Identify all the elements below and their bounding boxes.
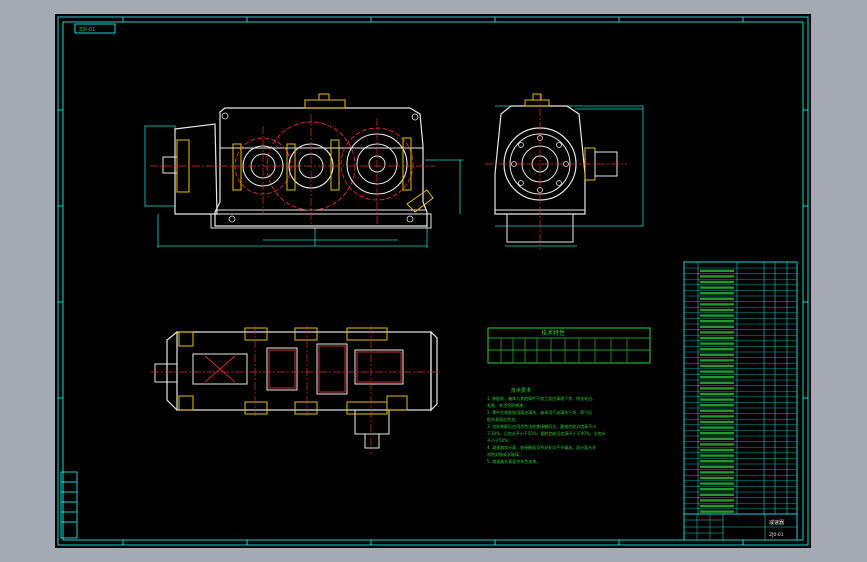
inner-frame	[62, 21, 804, 541]
parts-row-text	[700, 420, 734, 424]
parts-row-text	[700, 342, 734, 345]
parts-row-text	[700, 364, 734, 368]
parts-row-text	[700, 376, 734, 379]
requirement-line: 5. 减速器外表面涂灰色油漆。	[487, 458, 540, 464]
parts-row-text	[700, 381, 734, 384]
parts-row-text	[700, 348, 734, 351]
requirement-line: 不小于50%；	[487, 437, 512, 443]
parts-row-text	[700, 443, 734, 446]
parts-row-text	[700, 476, 734, 480]
parts-row-text	[700, 426, 734, 429]
parts-row-text	[700, 482, 734, 485]
parts-row-text	[700, 292, 734, 295]
drawing-sheet: ZJ0-01	[55, 14, 811, 548]
parts-row-text	[700, 454, 734, 457]
parts-row-text	[700, 460, 734, 463]
parts-row-text	[700, 409, 734, 412]
technical-requirements: 技术要求 1. 装配前，箱体与其他铸件不加工面应清理干净，除去毛边、 毛刺，并浸…	[487, 387, 606, 464]
parts-row-text	[700, 314, 734, 317]
parts-row-text	[700, 286, 734, 289]
parts-row-text	[700, 471, 734, 474]
outer-frame	[57, 16, 809, 546]
requirement-line: 配合表面应涂油；	[487, 416, 519, 422]
parts-row-text	[700, 510, 734, 513]
tech-table: 技术特性	[487, 327, 651, 364]
parts-row-text	[700, 504, 734, 508]
parts-row-text	[700, 370, 734, 373]
zone-ticks	[58, 17, 808, 545]
plan-view	[151, 326, 441, 454]
parts-row-text	[700, 359, 734, 362]
parts-row-text	[700, 499, 734, 502]
title-block: 减速器 ZJ0-01	[683, 513, 798, 541]
parts-row-text	[700, 432, 734, 435]
parts-row-text	[700, 465, 734, 468]
drawing-code: ZJ0-01	[769, 532, 784, 538]
parts-row-text	[700, 437, 734, 440]
parts-list	[683, 261, 798, 515]
parts-row-text	[700, 387, 734, 390]
front-view	[144, 93, 463, 248]
parts-row-text	[700, 404, 734, 407]
tech-table-title: 技术特性	[541, 329, 565, 337]
parts-row-text	[700, 297, 734, 300]
parts-row-text	[700, 448, 734, 452]
corner-tag-box	[74, 23, 116, 34]
left-strip	[60, 282, 78, 540]
requirement-line: 2. 零件在装配前用煤油清洗，轴承用汽油清洗干净，晾干后	[487, 409, 592, 415]
parts-row-text	[700, 398, 734, 401]
side-view	[485, 93, 644, 250]
requirement-line: 毛刺，并浸涂防锈漆；	[487, 402, 527, 408]
parts-row-text	[700, 353, 734, 356]
requirement-line: 4. 减速器剖分面、各接触面及密封处均不许漏油，剖分面允许	[487, 444, 596, 450]
requirement-line: 于30%，沿齿长不小于50%，圆柱齿轮沿齿高不小于40%，沿齿长	[487, 430, 606, 436]
requirement-line: 涂密封胶或水玻璃；	[487, 451, 523, 457]
requirements-heading: 技术要求	[511, 387, 531, 394]
parts-row-text	[700, 280, 734, 284]
parts-row-text	[700, 493, 734, 496]
parts-row-text	[700, 336, 734, 340]
gearbox-drawing: ZJ0-01	[57, 16, 809, 546]
parts-row-text	[700, 269, 734, 272]
parts-row-text	[700, 308, 734, 312]
requirement-line: 1. 装配前，箱体与其他铸件不加工面应清理干净，除去毛边、	[487, 395, 596, 401]
parts-row-text	[700, 488, 734, 491]
corner-tag: ZJ0-01	[79, 27, 95, 33]
parts-row-text	[700, 320, 734, 323]
parts-row-text	[700, 392, 734, 396]
parts-row-text	[700, 415, 734, 418]
parts-row-text	[700, 275, 734, 278]
drawing-name: 减速器	[769, 519, 784, 526]
parts-row-text	[700, 325, 734, 328]
parts-row-text	[700, 303, 734, 306]
requirement-line: 3. 齿轮装配后应用涂色法检查接触斑点，圆锥齿轮沿齿高不小	[487, 423, 596, 429]
parts-row-text	[700, 331, 734, 334]
